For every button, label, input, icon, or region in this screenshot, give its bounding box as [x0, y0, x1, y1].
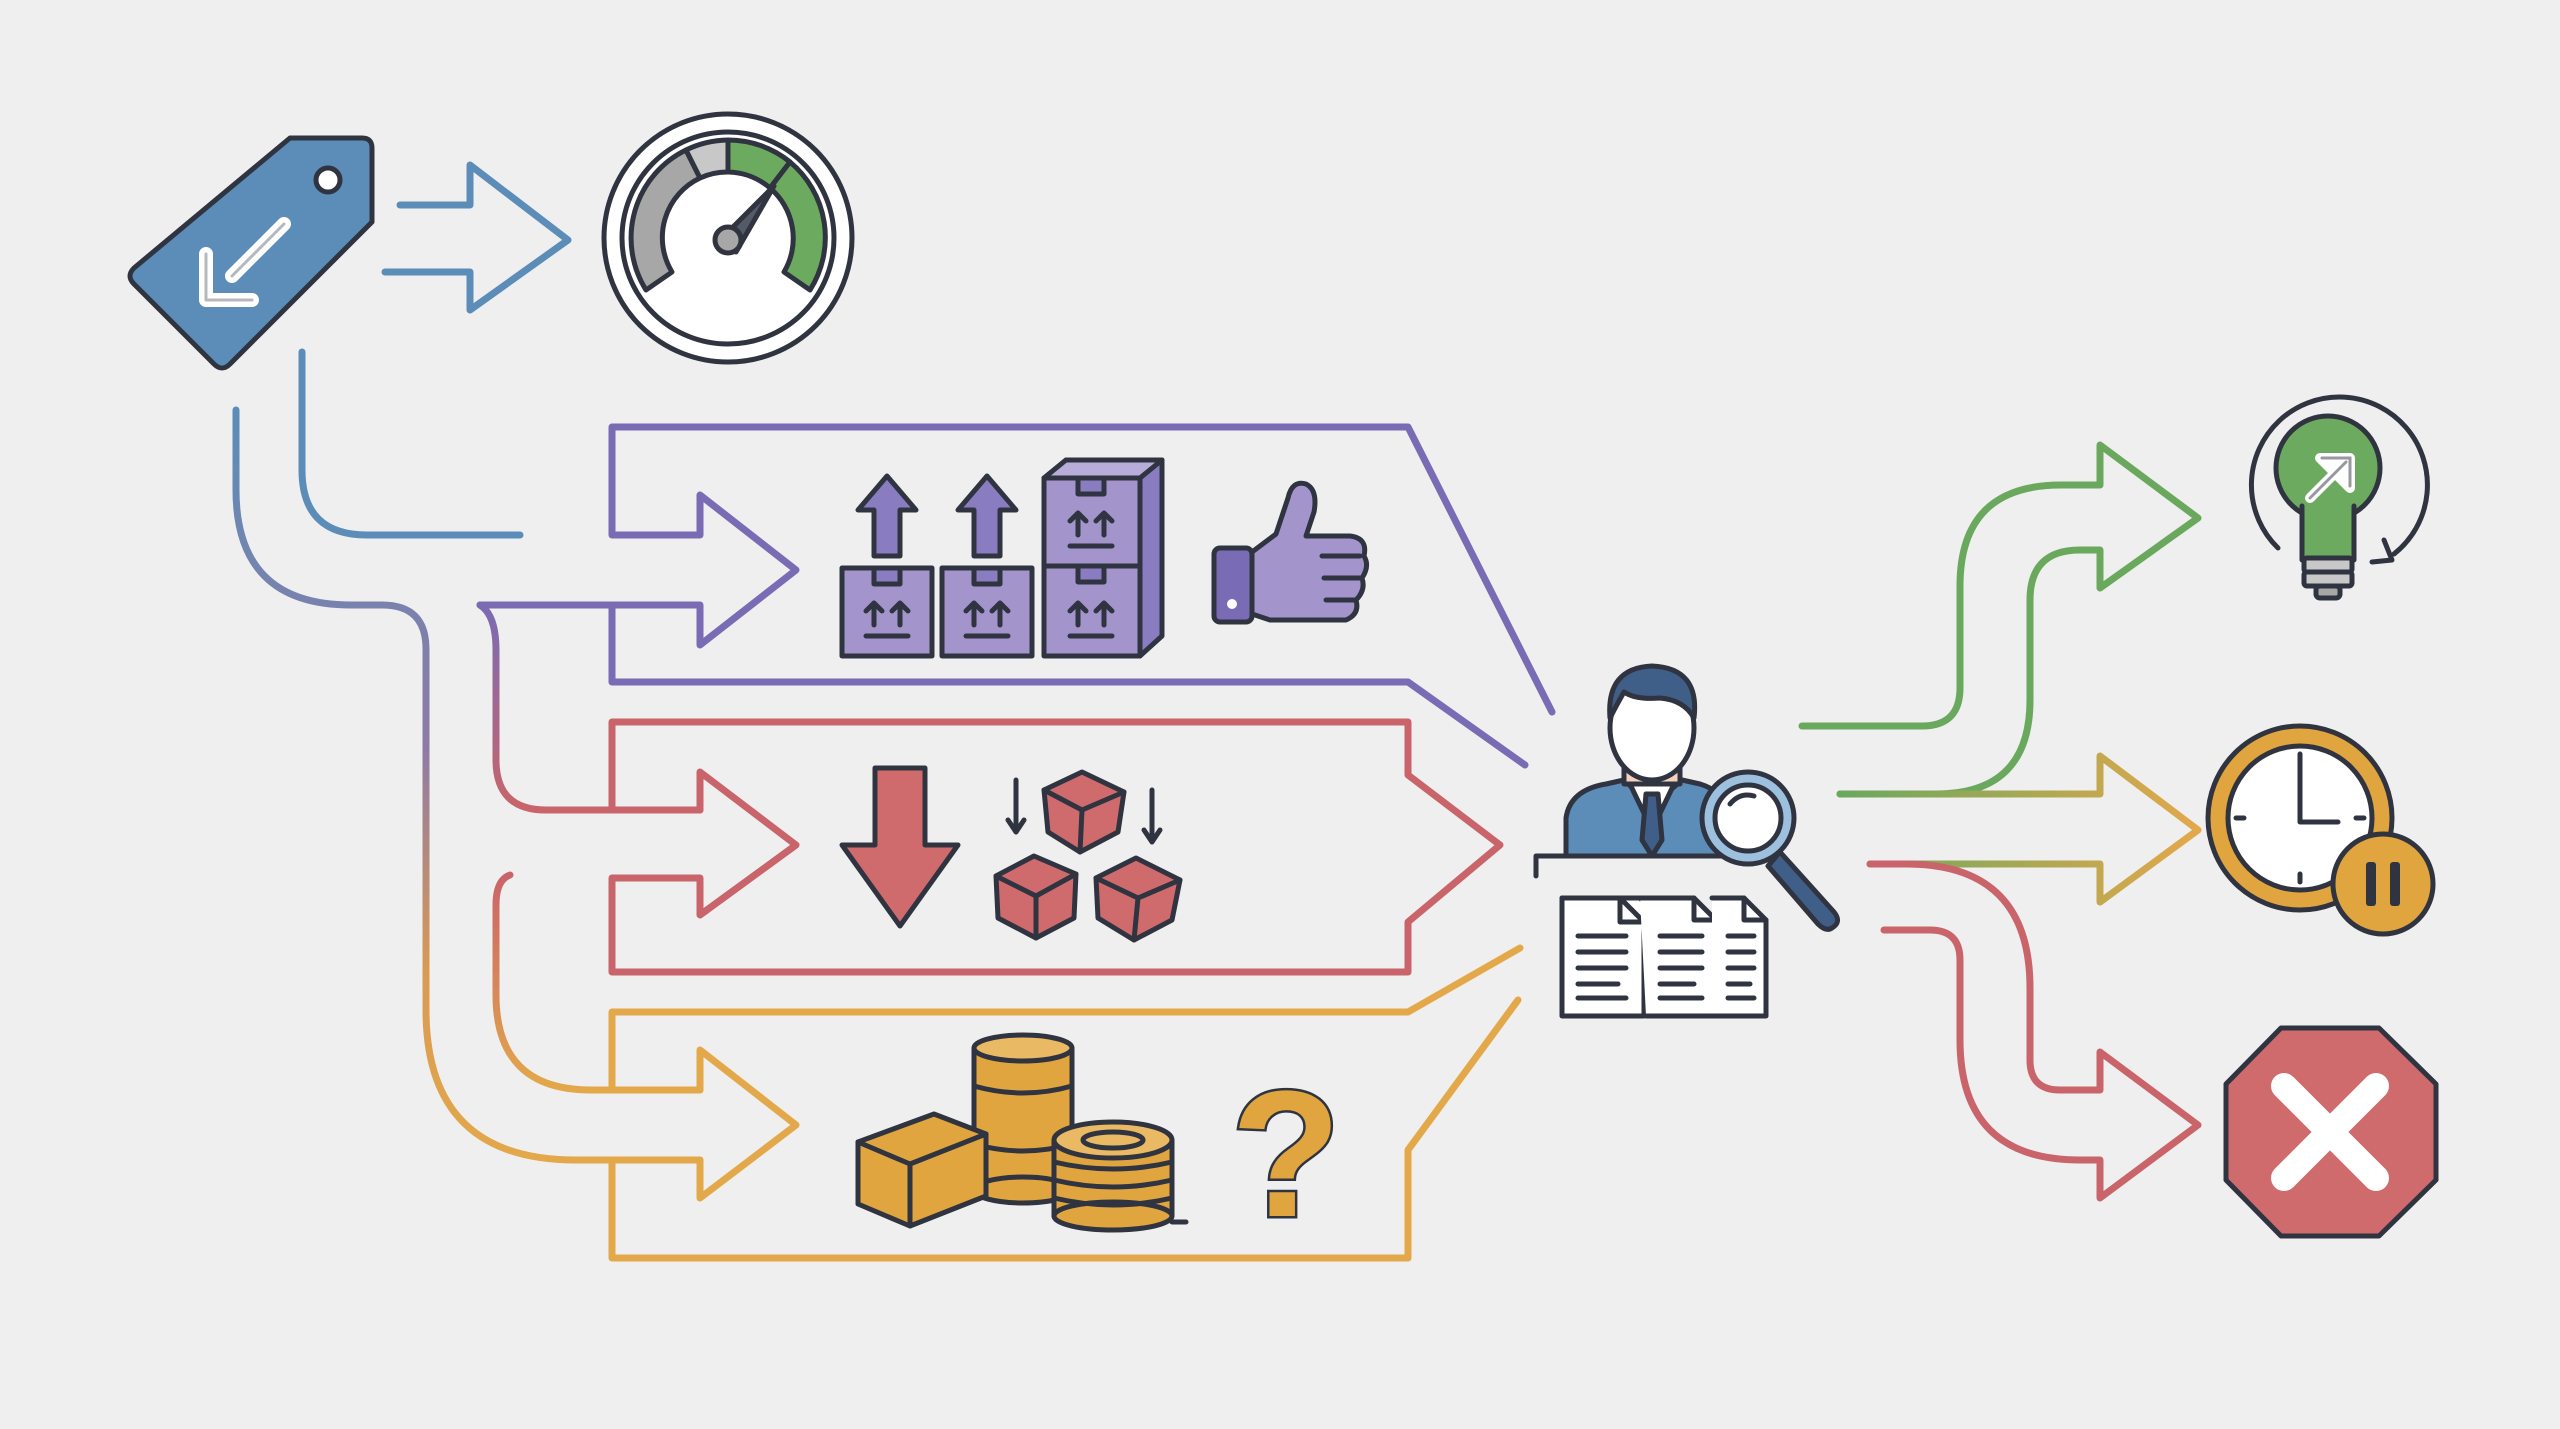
branch-up: [476, 423, 1556, 769]
thumbs-up-icon: [1211, 480, 1370, 625]
analyst-magnifier-icon: [1533, 663, 1840, 932]
stacked-boxes-up-icon: [839, 457, 1165, 659]
branch-unknown-frame: [608, 996, 1522, 1262]
svg-text:?: ?: [1231, 1054, 1341, 1255]
stop-x-icon: [2223, 1025, 2439, 1239]
branch-down: [608, 718, 1504, 976]
documents-icon: [1559, 895, 1769, 1019]
branch-down-frame: [608, 718, 1504, 976]
branch-unknown: ?: [608, 944, 1524, 1262]
down-arrow-icon: [839, 765, 961, 929]
branch-up-frame: [476, 423, 1556, 716]
barrels-coins-icon: [855, 1032, 1189, 1233]
output-arrows: [1798, 441, 2202, 1202]
clock-pause-icon: [2205, 723, 2436, 937]
lightbulb-refresh-icon: [2248, 394, 2430, 601]
tag-to-gauge-arrow: [381, 161, 572, 314]
price-tag-icon: [127, 135, 375, 371]
branch-connector-lines: [232, 348, 704, 1164]
falling-cubes-icon: [993, 769, 1183, 943]
speedometer-icon: [601, 111, 855, 365]
question-mark-icon: ?: [1229, 1052, 1344, 1258]
